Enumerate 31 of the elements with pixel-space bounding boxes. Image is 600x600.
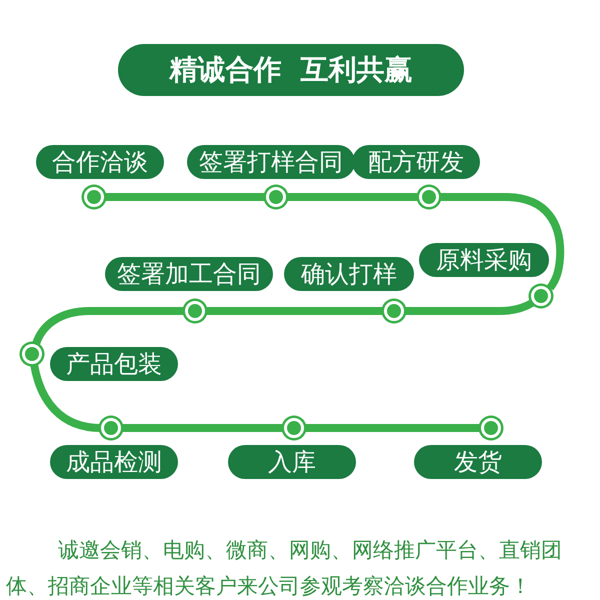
station-circle <box>531 286 551 306</box>
connector-line <box>439 193 564 290</box>
station-circle <box>284 418 304 438</box>
station-circle <box>419 187 439 207</box>
station-circle <box>185 301 205 321</box>
connector-line <box>121 424 284 432</box>
step-label: 确认打样 <box>284 257 414 291</box>
step-label: 配方研发 <box>352 145 480 179</box>
connector-line <box>286 193 419 201</box>
connector-line <box>205 307 384 315</box>
station-circle <box>384 301 404 321</box>
step-label: 成品检测 <box>50 445 178 479</box>
station-circle <box>84 187 104 207</box>
step-label: 签署打样合同 <box>187 145 355 179</box>
invitation-text: 诚邀会销、电购、微商、网购、网络推广平台、直销团体、招商企业等相关客户来公司参观考察洽谈合作业务！ <box>6 537 563 600</box>
step-label: 合作洽谈 <box>36 145 164 179</box>
step-label: 入库 <box>228 445 356 479</box>
title-banner: 精诚合作 互利共赢 <box>118 44 464 96</box>
station-circle <box>22 344 42 364</box>
step-label: 签署加工合同 <box>105 257 273 291</box>
station-circle <box>101 418 121 438</box>
step-label: 原料采购 <box>419 243 549 277</box>
connector-line <box>32 307 185 346</box>
station-circle <box>266 187 286 207</box>
connector-line <box>304 424 481 432</box>
connector-line <box>404 300 534 315</box>
step-label: 发货 <box>414 445 542 479</box>
station-circle <box>481 418 501 438</box>
connector-line <box>30 363 102 432</box>
step-label: 产品包装 <box>50 347 178 381</box>
connector-line <box>104 193 266 201</box>
